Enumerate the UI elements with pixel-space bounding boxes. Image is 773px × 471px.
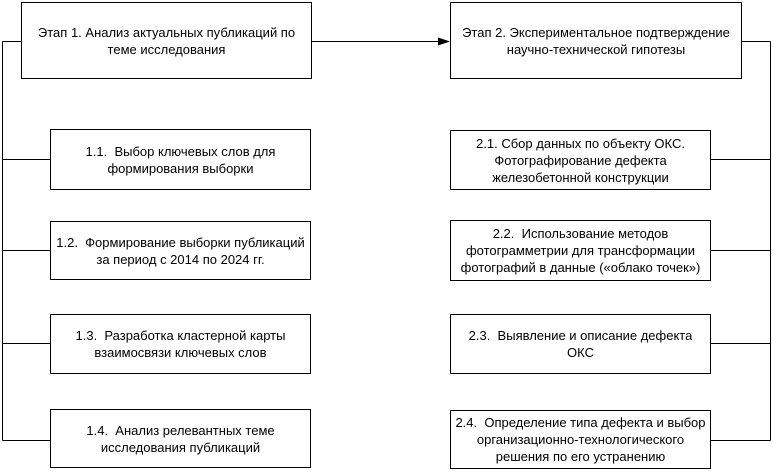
step-1-2-box: 1.2. Формирование выборки публикаций за … xyxy=(50,221,311,280)
step-2-4-label: 2.4. Определение типа дефекта и выбор ор… xyxy=(455,415,706,464)
step-1-1-label: 1.1. Выбор ключевых слов для формировани… xyxy=(85,143,276,176)
left-rail-connector xyxy=(2,41,50,441)
step-2-1-box: 2.1. Сбор данных по объекту ОКС. Фотогра… xyxy=(450,130,711,190)
step-2-3-label: 2.3. Выявление и описание дефекта ОКС xyxy=(468,328,693,360)
step-2-3-box: 2.3. Выявление и описание дефекта ОКС xyxy=(450,314,711,374)
step-2-2-label: 2.2. Использование методов фотограмметри… xyxy=(460,226,701,275)
step-2-4-box: 2.4. Определение типа дефекта и выбор ор… xyxy=(450,410,711,469)
stage-2-box: Этап 2. Экспериментальное подтверждение … xyxy=(450,2,742,79)
step-2-2-box: 2.2. Использование методов фотограмметри… xyxy=(450,220,711,281)
step-1-3-box: 1.3. Разработка кластерной карты взаимос… xyxy=(50,314,311,374)
step-1-2-label: 1.2. Формирование выборки публикаций за … xyxy=(56,234,305,267)
step-1-1-box: 1.1. Выбор ключевых слов для формировани… xyxy=(50,129,311,190)
stage-1-box: Этап 1. Анализ актуальных публикаций по … xyxy=(21,2,312,79)
step-1-4-label: 1.4. Анализ релевантных теме исследовани… xyxy=(86,422,275,455)
step-1-3-label: 1.3. Разработка кластерной карты взаимос… xyxy=(75,328,286,360)
stage-1-title: Этап 1. Анализ актуальных публикаций по … xyxy=(37,24,296,57)
step-2-1-label: 2.1. Сбор данных по объекту ОКС. Фотогра… xyxy=(476,135,685,185)
step-1-4-box: 1.4. Анализ релевантных теме исследовани… xyxy=(50,409,311,468)
right-rail-connector xyxy=(711,41,771,441)
stage-2-title: Этап 2. Экспериментальное подтверждение … xyxy=(462,24,730,57)
stage1-to-stage2-arrowhead xyxy=(438,37,450,46)
